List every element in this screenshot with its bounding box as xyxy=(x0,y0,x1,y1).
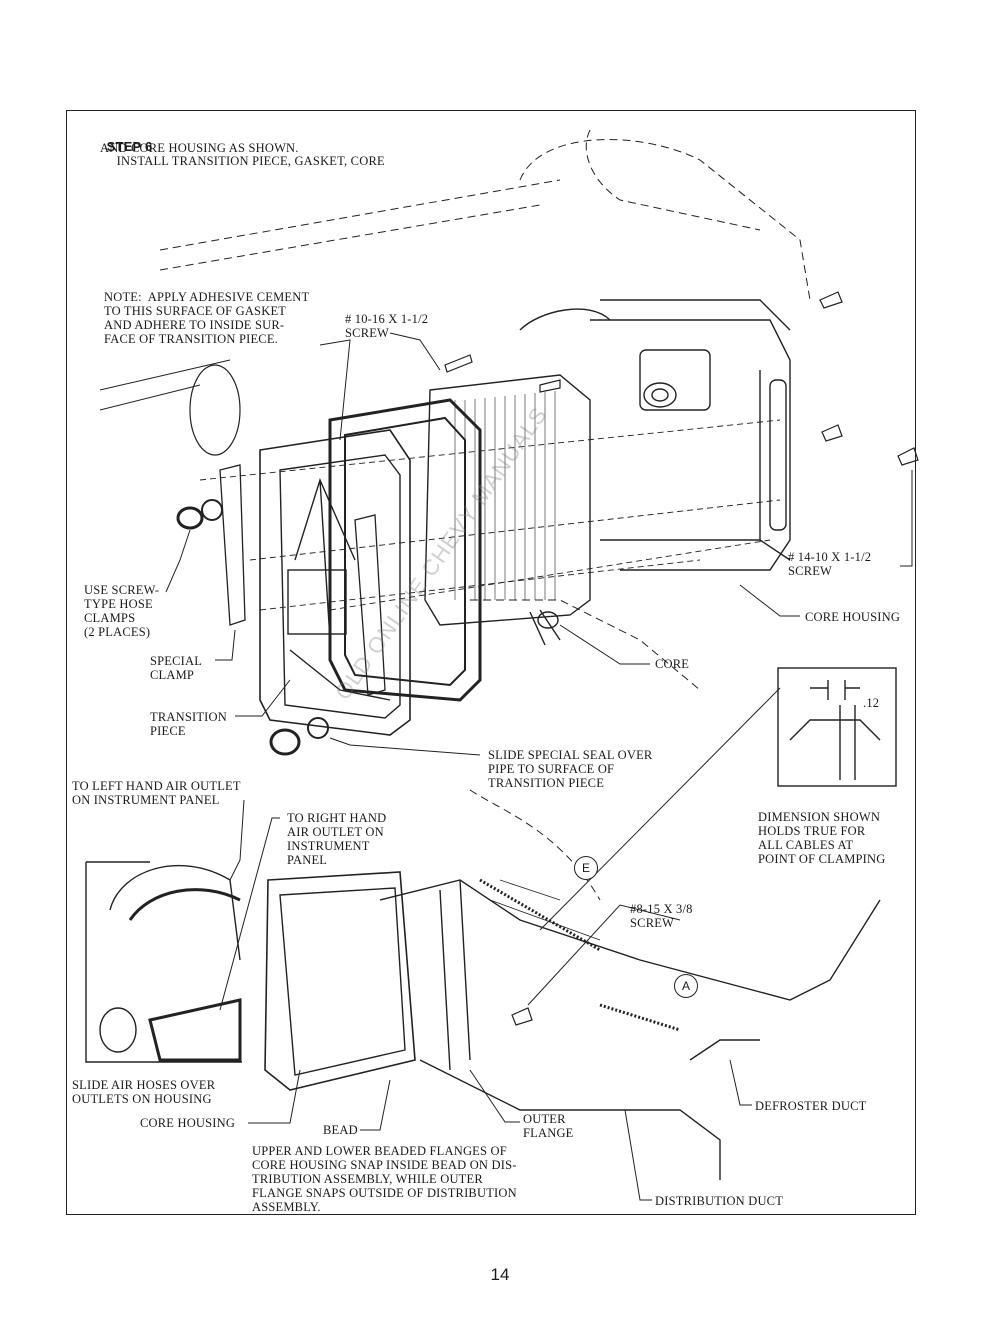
screws xyxy=(444,291,919,1026)
firewall-opening xyxy=(189,364,241,456)
step-instruction-line2: AND CORE HOUSING AS SHOWN. xyxy=(100,141,299,155)
step-instruction-line1: INSTALL TRANSITION PIECE, GASKET, CORE xyxy=(116,154,385,168)
dimension-value-label: .12 xyxy=(863,696,880,710)
leader-lines xyxy=(165,332,913,1201)
callout-e: E xyxy=(574,856,598,880)
note-adhesive-label: NOTE: APPLY ADHESIVE CEMENT TO THIS SURF… xyxy=(104,290,310,346)
screw-small-label: #8-15 X 3/8 SCREW xyxy=(630,902,693,930)
step-number: STEP 6 xyxy=(106,139,153,154)
left-outlet-label: TO LEFT HAND AIR OUTLET ON INSTRUMENT PA… xyxy=(72,779,241,807)
page-number: 14 xyxy=(490,1265,510,1284)
core-housing-top-label: CORE HOUSING xyxy=(805,610,901,624)
dimension-note-label: DIMENSION SHOWN HOLDS TRUE FOR ALL CABLE… xyxy=(758,810,886,866)
core-housing-top xyxy=(519,299,791,571)
bead-label: BEAD xyxy=(323,1123,358,1137)
heater-core xyxy=(424,374,591,646)
slide-seal-label: SLIDE SPECIAL SEAL OVER PIPE TO SURFACE … xyxy=(488,748,653,790)
gasket xyxy=(328,398,482,702)
callout-a: A xyxy=(674,974,698,998)
hose-clamps-label: USE SCREW- TYPE HOSE CLAMPS (2 PLACES) xyxy=(84,583,160,639)
transition-piece-drawing xyxy=(259,429,411,736)
distribution-duct-label: DISTRIBUTION DUCT xyxy=(655,1194,784,1208)
right-outlet-label: TO RIGHT HAND AIR OUTLET ON INSTRUMENT P… xyxy=(287,811,387,867)
transition-piece-label: TRANSITION PIECE xyxy=(150,710,227,738)
core-label: CORE xyxy=(655,657,690,671)
special-clamp-label: SPECIAL CLAMP xyxy=(150,654,203,682)
screw-right-label: # 14-10 X 1-1/2 SCREW xyxy=(788,550,872,578)
dimension-inset xyxy=(777,667,897,787)
explode-lines xyxy=(199,419,781,611)
housing-pipe-fitting xyxy=(639,349,711,411)
special-clamp-drawing xyxy=(219,464,386,696)
defroster-duct-label: DEFROSTER DUCT xyxy=(755,1099,867,1113)
flange-note-label: UPPER AND LOWER BEADED FLANGES OF CORE H… xyxy=(252,1144,517,1214)
slide-hoses-label: SLIDE AIR HOSES OVER OUTLETS ON HOUSING xyxy=(72,1078,216,1106)
illustration-frame xyxy=(66,110,916,1215)
screw-top-label: # 10-16 X 1-1/2 SCREW xyxy=(345,312,429,340)
distribution-assembly xyxy=(264,871,881,1180)
hose-inset xyxy=(85,861,242,1063)
outer-flange-label: OUTER FLANGE xyxy=(523,1112,574,1140)
hose-seals xyxy=(176,499,329,756)
core-housing-bottom-label: CORE HOUSING xyxy=(140,1116,236,1130)
